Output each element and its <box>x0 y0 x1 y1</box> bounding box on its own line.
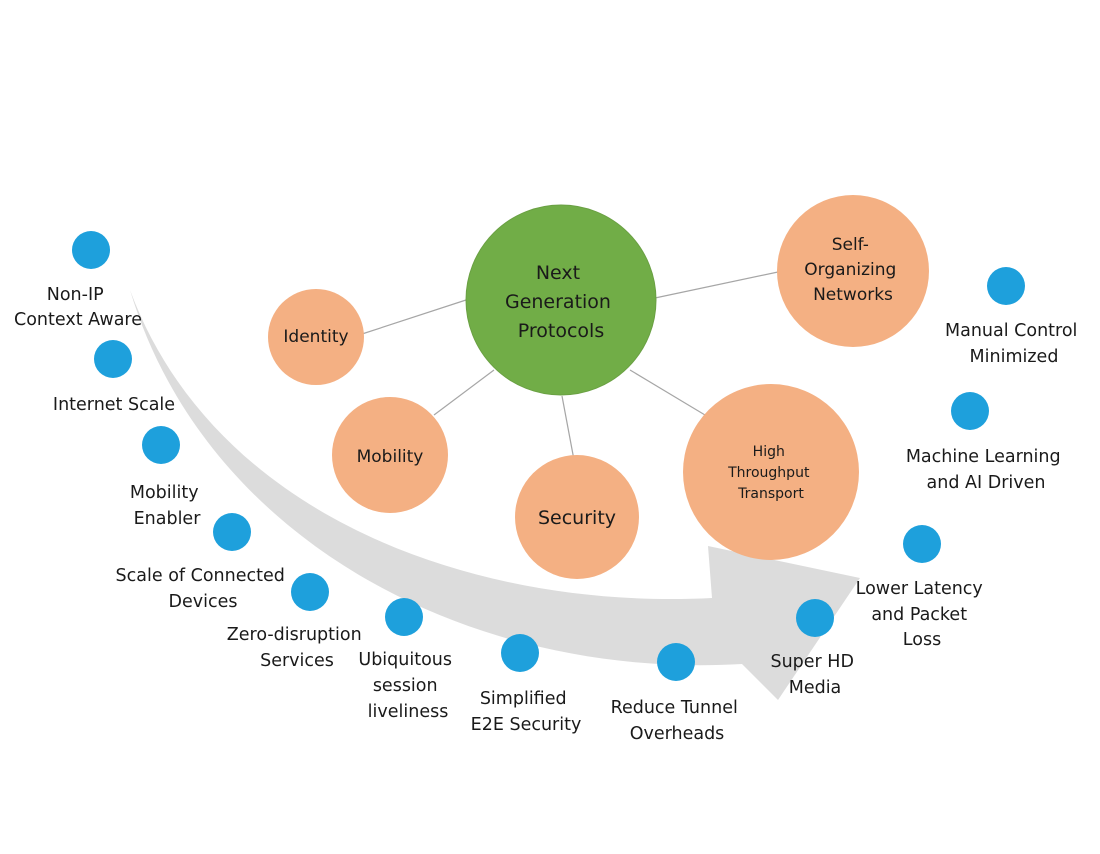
feature-label: Non-IP Context Aware <box>14 285 142 330</box>
curved-arrow <box>130 290 860 700</box>
feature-manual-control-minimized: Manual Control Minimized <box>945 267 1083 367</box>
connector-high-throughput <box>629 369 711 419</box>
feature-dot <box>951 392 989 430</box>
feature-label: Simplified E2E Security <box>471 689 582 735</box>
hub-high-throughput-transport: High Throughput Transport <box>683 384 859 560</box>
feature-internet-scale: Internet Scale <box>53 340 175 415</box>
hub-self-organizing-circle <box>777 195 929 347</box>
feature-lower-latency-packet-loss: Lower Latency and Packet Loss <box>856 525 989 650</box>
hub-security-label: Security <box>538 507 616 529</box>
hub-identity: Identity <box>268 289 364 385</box>
center-circle <box>465 204 657 396</box>
feature-ubiquitous-session-liveliness: Ubiquitous session liveliness <box>358 598 457 722</box>
feature-label: Reduce Tunnel Overheads <box>611 698 744 744</box>
hub-security: Security <box>515 455 639 579</box>
feature-dot <box>501 634 539 672</box>
feature-label: Internet Scale <box>53 395 175 415</box>
feature-label: Super HD Media <box>770 652 859 698</box>
center-line: Protocols <box>518 320 604 342</box>
feature-dot <box>657 643 695 681</box>
feature-reduce-tunnel-overheads: Reduce Tunnel Overheads <box>611 643 744 744</box>
center-line: Generation <box>505 291 611 313</box>
feature-label: Mobility Enabler <box>130 483 204 529</box>
feature-label: Ubiquitous session liveliness <box>358 650 457 722</box>
feature-dot <box>903 525 941 563</box>
center-node: Next Generation Protocols <box>465 204 657 396</box>
connector-security <box>561 395 575 461</box>
feature-simplified-e2e-security: Simplified E2E Security <box>471 634 582 735</box>
connector-mobility <box>433 369 495 416</box>
feature-dot <box>291 573 329 611</box>
feature-dot <box>94 340 132 378</box>
feature-dot <box>796 599 834 637</box>
feature-scale-of-connected-devices: Scale of Connected Devices <box>116 513 291 612</box>
center-label: Next Generation Protocols <box>505 262 617 342</box>
feature-dot <box>142 426 180 464</box>
feature-non-ip-context-aware: Non-IP Context Aware <box>14 231 142 330</box>
hub-mobility: Mobility <box>332 397 448 513</box>
hub-high-throughput-circle <box>683 384 859 560</box>
center-line: Next <box>536 262 580 284</box>
feature-dot <box>385 598 423 636</box>
feature-super-hd-media: Super HD Media <box>770 599 859 698</box>
feature-mobility-enabler: Mobility Enabler <box>130 426 204 529</box>
hub-mobility-circle <box>332 397 448 513</box>
hub-self-organizing-label: Self- Organizing Networks <box>804 235 901 305</box>
feature-label: Scale of Connected Devices <box>116 566 291 612</box>
feature-label: Lower Latency and Packet Loss <box>856 579 989 650</box>
feature-label: Manual Control Minimized <box>945 321 1083 367</box>
connector-lines <box>361 271 779 461</box>
hub-identity-circle <box>268 289 364 385</box>
connector-identity <box>361 299 467 335</box>
feature-dot <box>213 513 251 551</box>
hub-identity-label: Identity <box>283 327 348 347</box>
hub-security-circle <box>515 455 639 579</box>
feature-dot <box>987 267 1025 305</box>
feature-dot <box>72 231 110 269</box>
connector-self-organizing <box>654 271 779 299</box>
feature-machine-learning-ai-driven: Machine Learning and AI Driven <box>906 392 1066 493</box>
hub-mobility-label: Mobility <box>357 447 424 467</box>
feature-zero-disruption-services: Zero-disruption Services <box>227 573 368 671</box>
hub-high-throughput-label: High Throughput Transport <box>727 444 814 502</box>
feature-label: Zero-disruption Services <box>227 625 368 671</box>
hub-self-organizing-networks: Self- Organizing Networks <box>777 195 929 347</box>
feature-label: Machine Learning and AI Driven <box>906 447 1066 493</box>
